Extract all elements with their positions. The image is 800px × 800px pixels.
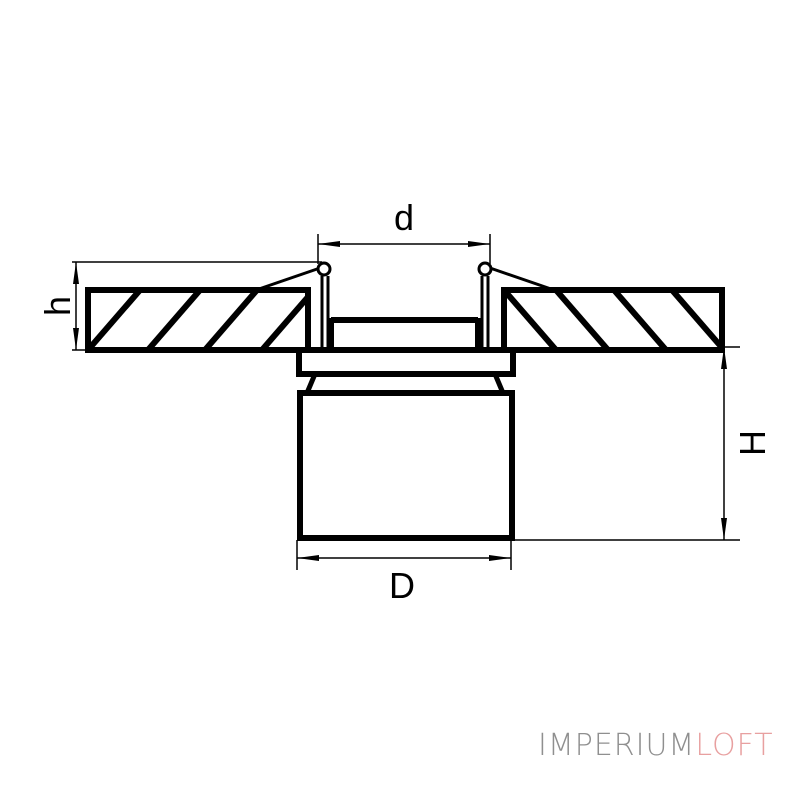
- right-ceiling-section: [501, 287, 725, 353]
- dimension-h: [72, 261, 322, 351]
- left-ceiling-section: [85, 287, 311, 353]
- flange-ring: [296, 347, 516, 377]
- dimension-d: [317, 234, 491, 264]
- label-d: d: [394, 197, 414, 238]
- left-spring-clip: [255, 261, 332, 349]
- label-h: h: [37, 296, 78, 316]
- watermark-part2: LOFT: [695, 728, 774, 763]
- right-spring-clip: [477, 261, 555, 349]
- inner-recess-plate: [328, 317, 481, 350]
- cylinder-body: [297, 390, 515, 541]
- dimension-D: [296, 540, 512, 570]
- dimension-H: [512, 346, 740, 541]
- label-H: H: [732, 430, 773, 456]
- watermark-part1: IMPERIUM: [538, 728, 696, 763]
- watermark-logo: IMPERIUMLOFT: [538, 731, 774, 761]
- label-D: D: [389, 565, 415, 606]
- tapered-neck: [304, 373, 506, 394]
